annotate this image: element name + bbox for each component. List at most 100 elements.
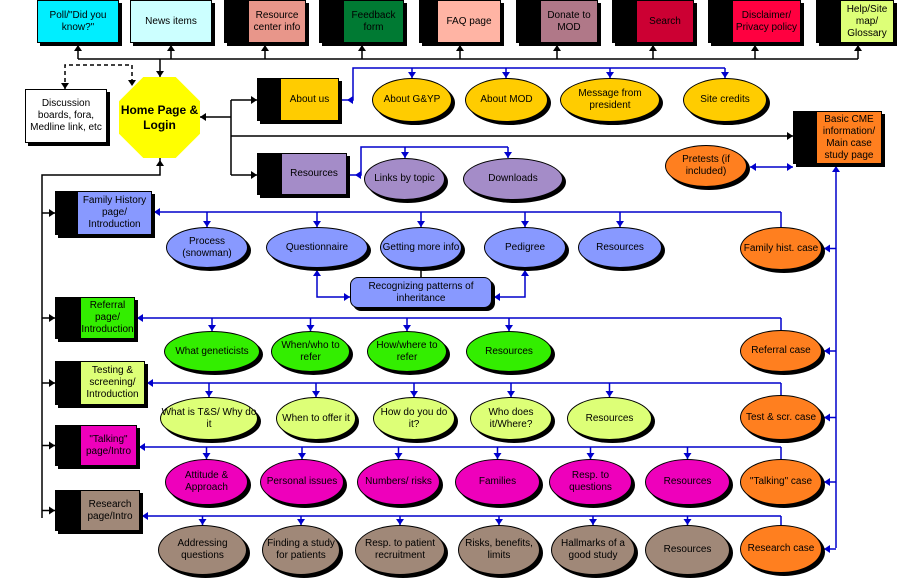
nav-faq[interactable]: FAQ page (437, 0, 501, 43)
nav-feedback[interactable]: Feedback form (343, 0, 404, 43)
arrowhead-icon (502, 72, 510, 78)
research-topic[interactable]: Hallmarks of a good study (551, 525, 635, 575)
pretests[interactable]: Pretests (if included) (665, 145, 747, 187)
talking-topic[interactable]: Personal issues (260, 459, 344, 505)
talking-topic[interactable]: Numbers/ risks (357, 459, 440, 505)
arrowhead-icon (156, 71, 164, 77)
arrowhead-icon (156, 160, 164, 166)
testing-screening-page[interactable]: Testing & screening/ Introduction (80, 361, 145, 405)
family-history-topic[interactable]: Resources (578, 227, 662, 268)
referral-case[interactable]: Referral case (740, 330, 822, 372)
nav-disclaimer[interactable]: Disclaimer/ Privacy policy (732, 0, 801, 43)
resources-box[interactable]: Resources (281, 153, 347, 195)
talking-topic[interactable]: Families (455, 459, 540, 505)
arrowhead-icon (507, 391, 515, 397)
discussion-dashed-link (64, 64, 133, 89)
arrowhead-icon (49, 209, 55, 217)
about-item[interactable]: About MOD (465, 78, 548, 122)
arrowhead-icon (167, 45, 175, 51)
testing-screening-topic[interactable]: When to offer it (276, 397, 356, 440)
nav-help[interactable]: Help/Site map/ Glossary (840, 0, 894, 43)
talking-page[interactable]: "Talking" page/Intro (80, 425, 137, 466)
arrowhead-icon (344, 293, 350, 301)
arrowhead-icon (298, 453, 306, 459)
arrowhead-icon (312, 391, 320, 397)
family-history-case[interactable]: Family hist. case (740, 227, 822, 270)
arrowhead-icon (616, 221, 624, 227)
research-topic[interactable]: Finding a study for patients (262, 525, 340, 575)
arrowhead-icon (203, 221, 211, 227)
arrowhead-icon (721, 72, 729, 78)
nav-resource-center[interactable]: Resource center info (248, 0, 306, 43)
arrowhead-icon (410, 391, 418, 397)
research-case[interactable]: Research case (740, 525, 822, 573)
talking-case[interactable]: "Talking" case (740, 459, 822, 505)
testing-screening-topic[interactable]: Who does it/Where? (470, 397, 552, 440)
arrowhead-icon (208, 325, 216, 331)
family-history-topic[interactable]: Questionnaire (266, 227, 368, 268)
arrowhead-icon (504, 152, 512, 158)
discussion-boards-box[interactable]: Discussion boards, fora, Medline link, e… (25, 89, 107, 143)
connector (347, 146, 508, 176)
arrowhead-icon (553, 45, 561, 51)
testing-screening-topic[interactable]: What is T&S/ Why do it (160, 397, 258, 440)
recognizing-patterns-box[interactable]: Recognizing patterns of inheritance (350, 277, 492, 308)
downloads[interactable]: Downloads (463, 158, 563, 200)
connector (339, 67, 725, 101)
referral-page[interactable]: Referral page/ Introduction (80, 297, 135, 339)
arrowhead-icon (493, 453, 502, 459)
arrowhead-icon (683, 519, 692, 525)
nav-donate[interactable]: Donate to MOD (540, 0, 598, 43)
about-item[interactable]: About G&YP (372, 78, 452, 122)
nav-news[interactable]: News items (130, 0, 212, 43)
about-us-box[interactable]: About us (280, 78, 339, 121)
arrowhead-icon (154, 208, 160, 216)
research-page[interactable]: Research page/Intro (80, 490, 140, 531)
referral-topic[interactable]: How/where to refer (367, 331, 447, 372)
arrowhead-icon (205, 391, 213, 397)
arrowhead-icon (824, 478, 830, 486)
arrowhead-icon (824, 545, 830, 553)
referral-topic[interactable]: What geneticists (164, 331, 260, 372)
arrowhead-icon (355, 171, 361, 179)
links-by-topic[interactable]: Links by topic (364, 158, 445, 200)
home-page-login[interactable]: Home Page & Login (119, 77, 200, 158)
arrowhead-icon (394, 453, 403, 459)
arrowhead-icon (396, 519, 404, 525)
basic-cme-box[interactable]: Basic CME information/ Main case study p… (816, 111, 882, 164)
testing-screening-case[interactable]: Test & scr. case (740, 395, 822, 440)
research-topic[interactable]: Resources (645, 525, 730, 575)
family-history-topic[interactable]: Process (snowman) (166, 227, 248, 268)
testing-screening-topic[interactable]: How do you do it? (373, 397, 455, 440)
arrowhead-icon (347, 96, 353, 104)
nav-poll[interactable]: Poll/"Did you know?" (37, 0, 119, 43)
talking-topic[interactable]: Resp. to questions (549, 459, 632, 505)
arrowhead-icon (297, 519, 305, 525)
arrowhead-icon (521, 270, 529, 276)
research-topic[interactable]: Risks, benefits, limits (458, 525, 540, 575)
arrowhead-icon (589, 519, 597, 525)
talking-topic[interactable]: Resources (645, 459, 730, 505)
arrowhead-icon (128, 80, 136, 86)
arrowhead-icon (313, 221, 321, 227)
about-item[interactable]: Message from president (560, 78, 660, 122)
research-topic[interactable]: Resp. to patient recruitment (355, 525, 445, 575)
about-item[interactable]: Site credits (683, 78, 767, 122)
family-history-topic[interactable]: Getting more info (380, 227, 462, 268)
arrowhead-icon (261, 45, 269, 51)
arrowhead-icon (139, 443, 145, 451)
connector (316, 268, 350, 298)
talking-topic[interactable]: Attitude & Approach (165, 459, 248, 505)
testing-screening-topic[interactable]: Resources (567, 397, 652, 440)
referral-topic[interactable]: Resources (466, 331, 552, 372)
arrowhead-icon (49, 441, 55, 450)
arrowhead-icon (61, 83, 69, 89)
arrowhead-icon (505, 325, 513, 331)
research-topic[interactable]: Addressing questions (158, 525, 247, 575)
referral-topic[interactable]: When/who to refer (271, 331, 350, 372)
arrowhead-icon (137, 314, 143, 322)
family-history-page[interactable]: Family History page/ Introduction (77, 191, 152, 235)
family-history-topic[interactable]: Pedigree (484, 227, 566, 268)
arrowhead-icon (824, 244, 830, 253)
nav-search[interactable]: Search (636, 0, 694, 43)
